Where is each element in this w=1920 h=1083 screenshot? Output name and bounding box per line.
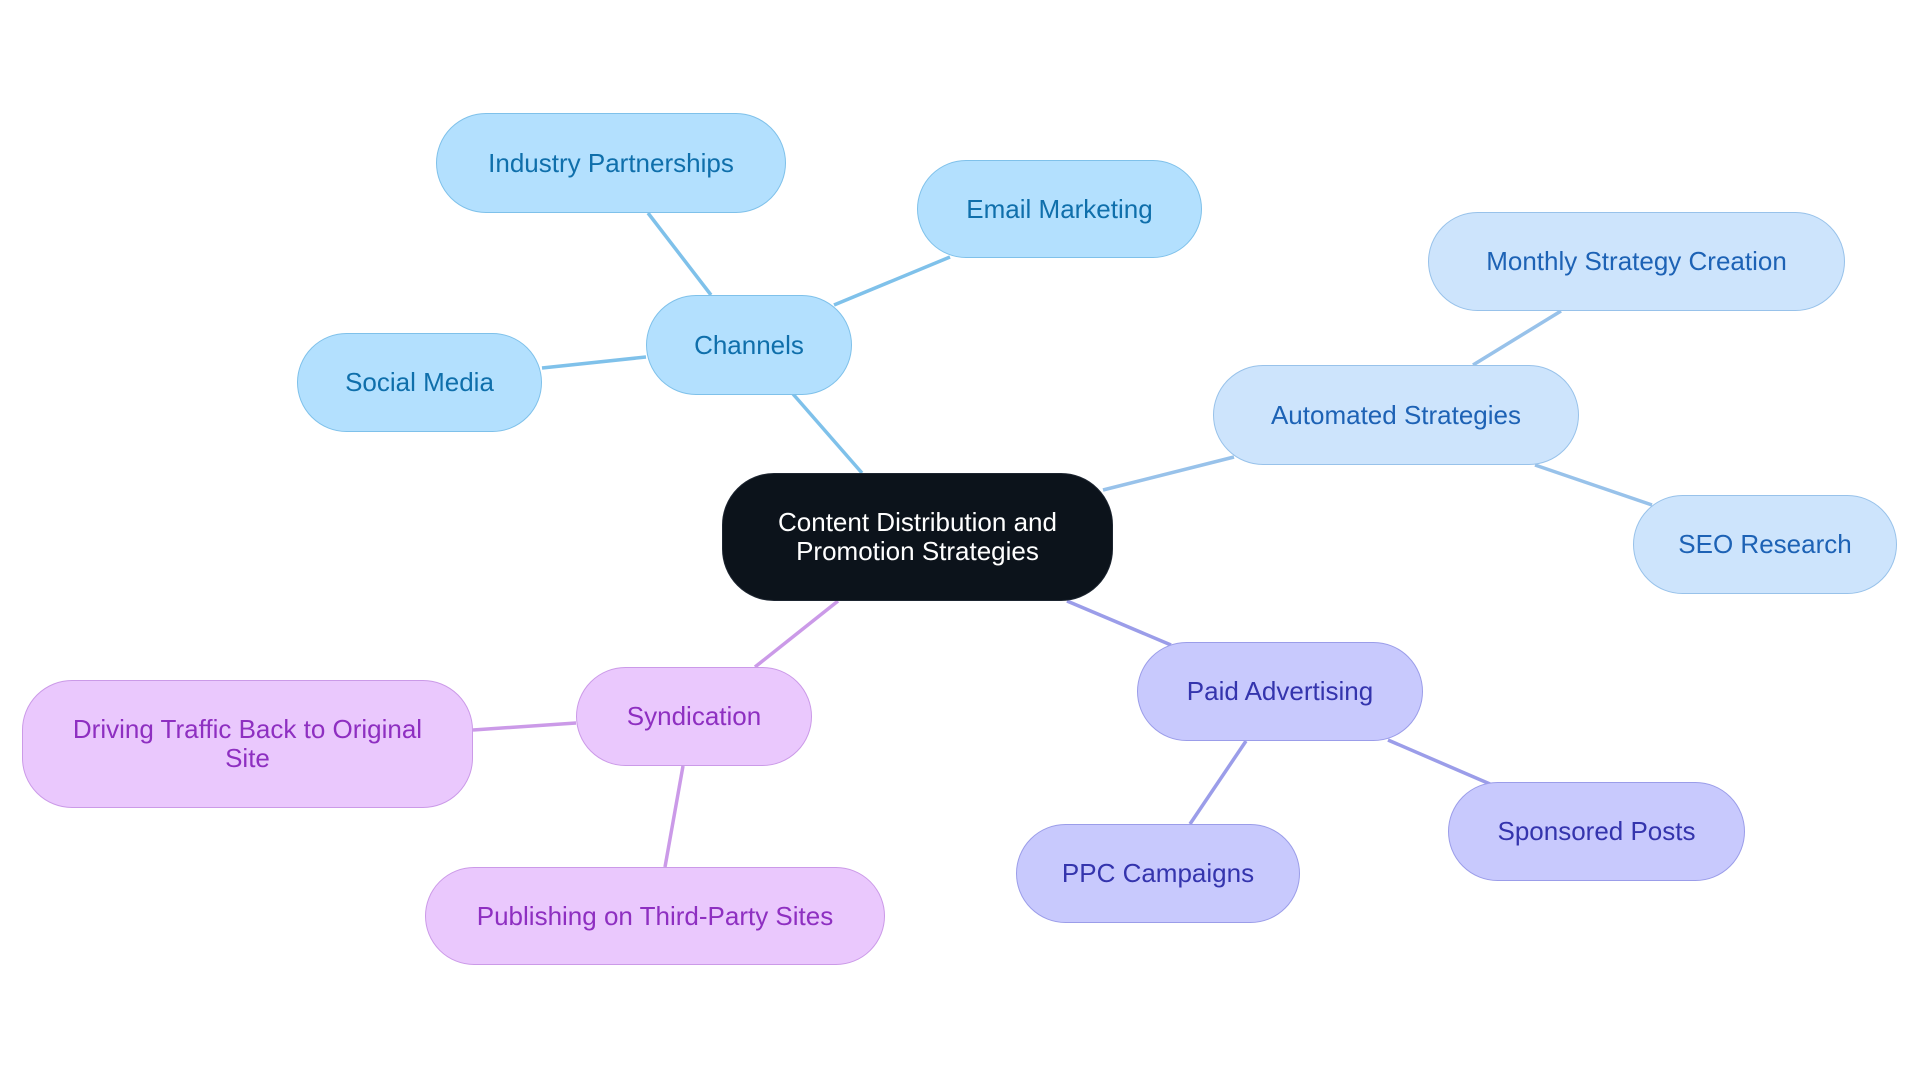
node-ppc-campaigns[interactable]: PPC Campaigns xyxy=(1016,824,1300,923)
node-sponsored-posts[interactable]: Sponsored Posts xyxy=(1448,782,1745,881)
node-sponsored-posts-label: Sponsored Posts xyxy=(1497,816,1696,846)
node-email-marketing-label: Email Marketing xyxy=(966,193,1153,224)
edge-root-paid xyxy=(1066,599,1172,647)
edge-syndication-driving xyxy=(472,721,577,732)
node-social-media-label: Social Media xyxy=(345,367,494,397)
node-channels[interactable]: Channels xyxy=(646,295,852,395)
node-industry-partnerships[interactable]: Industry Partnerships xyxy=(436,113,786,213)
node-automated-strategies[interactable]: Automated Strategies xyxy=(1213,365,1579,465)
node-channels-label: Channels xyxy=(694,329,804,360)
node-industry-partnerships-label: Industry Partnerships xyxy=(488,147,734,178)
node-paid-advertising-label: Paid Advertising xyxy=(1186,676,1374,706)
root-node-label: Content Distribution and Promotion Strat… xyxy=(778,507,1057,566)
edge-channels-social xyxy=(541,355,647,370)
node-publishing-third-party[interactable]: Publishing on Third-Party Sites xyxy=(425,867,885,965)
node-social-media[interactable]: Social Media xyxy=(297,333,542,432)
edge-root-channels xyxy=(791,392,864,475)
node-driving-traffic[interactable]: Driving Traffic Back to Original Site xyxy=(22,680,473,808)
node-monthly-strategy-creation-label: Monthly Strategy Creation xyxy=(1486,246,1787,276)
edge-automated-monthly xyxy=(1472,309,1562,367)
node-automated-strategies-label: Automated Strategies xyxy=(1270,399,1522,430)
node-email-marketing[interactable]: Email Marketing xyxy=(917,160,1202,258)
edge-paid-sponsored xyxy=(1387,738,1491,786)
edge-root-syndication xyxy=(753,599,840,669)
edge-root-automated xyxy=(1102,455,1235,492)
edge-paid-ppc xyxy=(1188,740,1248,825)
edge-syndication-publishing xyxy=(663,765,685,868)
node-monthly-strategy-creation[interactable]: Monthly Strategy Creation xyxy=(1428,212,1845,311)
node-seo-research-label: SEO Research xyxy=(1678,529,1852,559)
node-syndication-label: Syndication xyxy=(626,701,762,731)
node-ppc-campaigns-label: PPC Campaigns xyxy=(1061,858,1255,888)
root-node[interactable]: Content Distribution and Promotion Strat… xyxy=(722,473,1113,601)
node-driving-traffic-label: Driving Traffic Back to Original Site xyxy=(72,714,423,773)
edge-channels-email xyxy=(833,255,951,307)
node-paid-advertising[interactable]: Paid Advertising xyxy=(1137,642,1423,741)
edge-channels-industry xyxy=(646,211,713,297)
node-syndication[interactable]: Syndication xyxy=(576,667,812,766)
node-publishing-third-party-label: Publishing on Third-Party Sites xyxy=(476,900,834,931)
node-seo-research[interactable]: SEO Research xyxy=(1633,495,1897,594)
edge-automated-seo xyxy=(1534,463,1653,507)
